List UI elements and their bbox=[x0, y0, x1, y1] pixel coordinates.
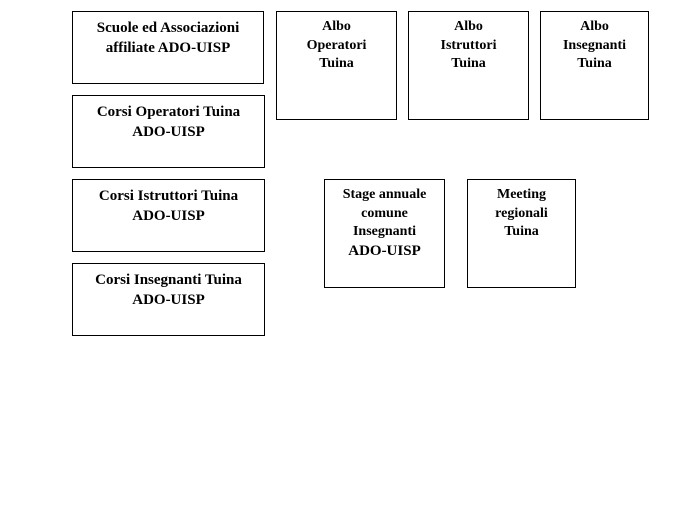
box-albo-insegnanti-line-1: Albo bbox=[580, 19, 609, 34]
box-albo-istruttori-line-1: Albo bbox=[454, 19, 483, 34]
box-corsi-istruttori-line-1: Corsi Istruttori Tuina bbox=[98, 188, 239, 204]
box-meeting-line-3: Tuina bbox=[504, 224, 539, 239]
box-scuole-line-2: affiliate ADO-UISP bbox=[105, 40, 231, 56]
box-scuole-associazioni: Scuole ed Associazioni affiliate ADO-UIS… bbox=[72, 11, 264, 84]
box-stage-line-2: comune bbox=[361, 205, 408, 221]
box-corsi-insegnanti-line-1: Corsi Insegnanti Tuina bbox=[95, 272, 242, 288]
box-corsi-operatori-line-2: ADO-UISP bbox=[132, 124, 205, 140]
box-albo-insegnanti-line-2: Insegnanti bbox=[562, 37, 627, 53]
box-albo-operatori-line-1: Albo bbox=[322, 19, 351, 34]
box-meeting-regionali: Meeting regionali Tuina bbox=[467, 179, 576, 288]
box-stage-line-1: Stage annuale bbox=[342, 187, 427, 202]
box-albo-insegnanti: Albo Insegnanti Tuina bbox=[540, 11, 649, 120]
box-corsi-operatori: Corsi Operatori Tuina ADO-UISP bbox=[72, 95, 265, 168]
box-corsi-insegnanti-line-2: ADO-UISP bbox=[132, 292, 205, 308]
box-corsi-istruttori: Corsi Istruttori Tuina ADO-UISP bbox=[72, 179, 265, 252]
box-albo-operatori-line-3: Tuina bbox=[319, 56, 354, 71]
box-corsi-istruttori-line-2: ADO-UISP bbox=[132, 208, 205, 224]
box-albo-istruttori: Albo Istruttori Tuina bbox=[408, 11, 529, 120]
box-meeting-line-2: regionali bbox=[495, 205, 548, 221]
box-meeting-line-1: Meeting bbox=[497, 187, 546, 202]
box-stage-line-4: ADO-UISP bbox=[348, 242, 421, 259]
box-scuole-line-1: Scuole ed Associazioni bbox=[96, 20, 240, 36]
box-corsi-insegnanti: Corsi Insegnanti Tuina ADO-UISP bbox=[72, 263, 265, 336]
box-stage-annuale: Stage annuale comune Insegnanti ADO-UISP bbox=[324, 179, 445, 288]
box-corsi-operatori-line-1: Corsi Operatori Tuina bbox=[96, 104, 241, 120]
box-albo-istruttori-line-2: Istruttori bbox=[440, 37, 497, 53]
box-albo-istruttori-line-3: Tuina bbox=[451, 56, 486, 71]
box-stage-line-3: Insegnanti bbox=[352, 224, 417, 239]
box-albo-operatori-line-2: Operatori bbox=[306, 37, 367, 53]
box-albo-operatori: Albo Operatori Tuina bbox=[276, 11, 397, 120]
box-albo-insegnanti-line-3: Tuina bbox=[577, 56, 612, 71]
